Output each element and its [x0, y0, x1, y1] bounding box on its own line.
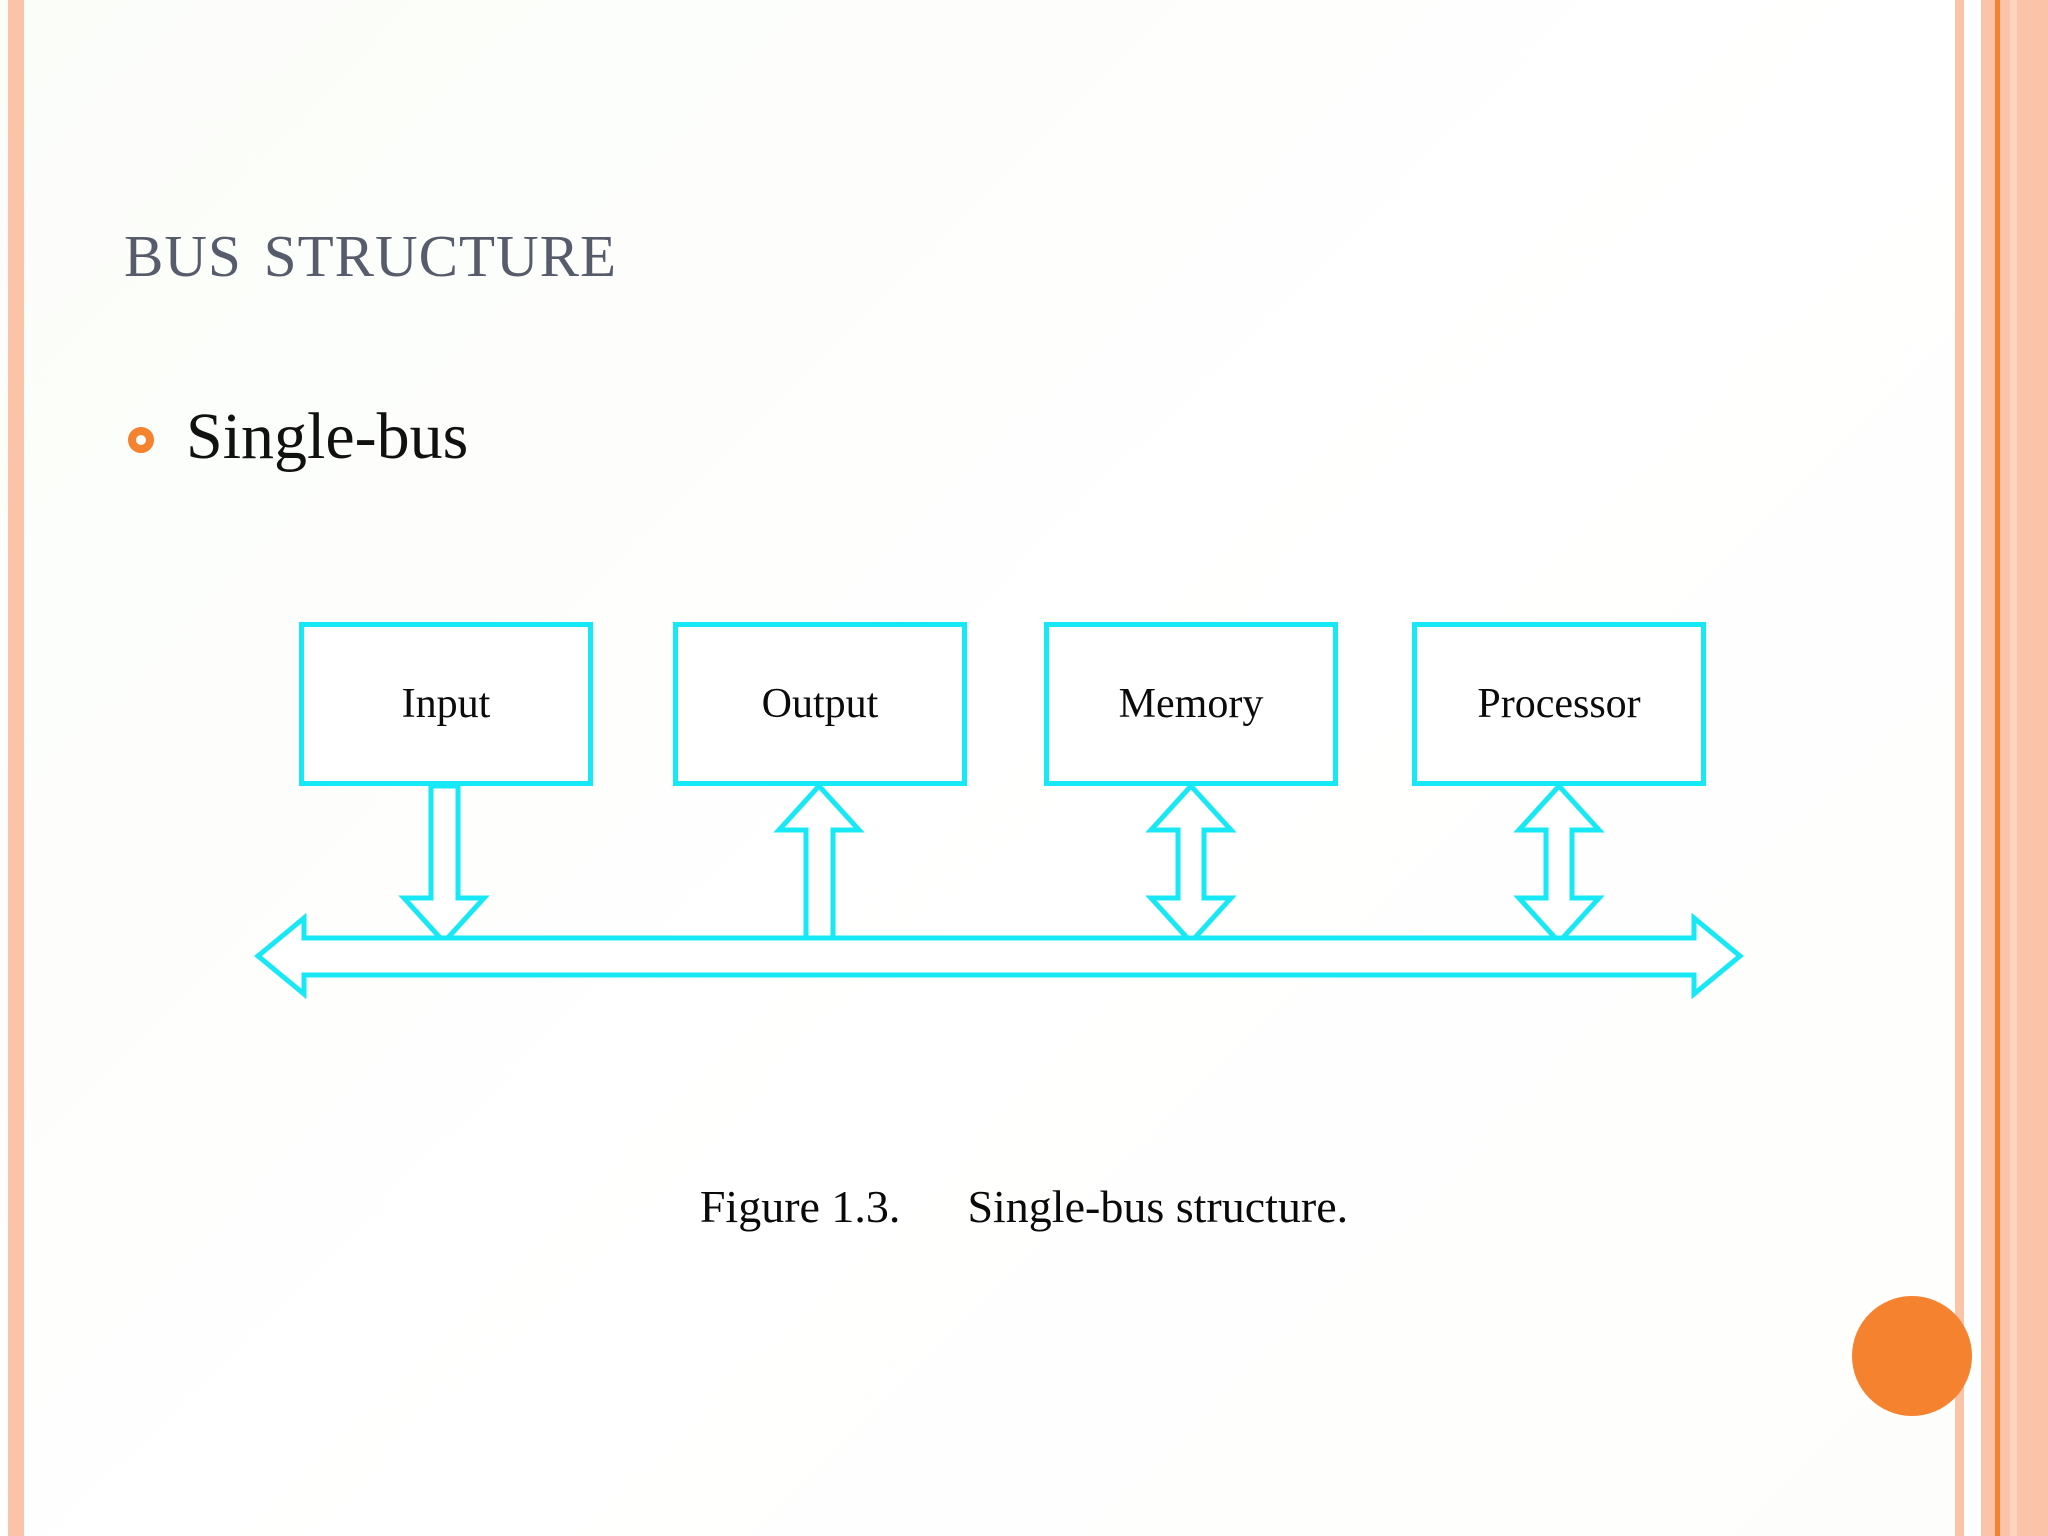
diagram-box-label: Output: [761, 681, 879, 727]
right-edge-stripe-5: [2010, 0, 2017, 1536]
right-edge-stripe-4: [2000, 0, 2010, 1536]
figure-caption: Figure 1.3. Single-bus structure.: [0, 1180, 2048, 1233]
right-edge-stripe-3: [1995, 0, 2000, 1536]
connector-processor-arrow-up-down: [1513, 782, 1605, 946]
connector-memory-arrow-up-down: [1145, 782, 1237, 946]
bus-bar-bidirectional-arrow: [254, 912, 1744, 1000]
bullet-item-label: Single-bus: [186, 400, 469, 473]
bullet-item-single-bus: Single-bus: [128, 404, 468, 470]
diagram-box-output: Output: [673, 622, 967, 786]
right-edge-stripe-0: [1955, 0, 1964, 1536]
connector-output-arrow-up: [773, 782, 865, 945]
hollow-circle-bullet-icon: [128, 427, 154, 453]
diagram-box-memory: Memory: [1044, 622, 1338, 786]
diagram-box-label: Processor: [1477, 681, 1641, 727]
connector-input-arrow-down: [398, 783, 490, 946]
figure-number: Figure 1.3.: [699, 1181, 901, 1232]
diagram-box-label: Memory: [1118, 681, 1264, 727]
right-edge-stripe-6: [2017, 0, 2048, 1536]
diagram-box-label: Input: [401, 681, 491, 727]
right-edge-stripe-1: [1964, 0, 1981, 1536]
diagram-box-input: Input: [299, 622, 593, 786]
left-edge-stripe: [8, 0, 24, 1536]
corner-accent-circle: [1852, 1296, 1972, 1416]
right-edge-stripe-2: [1981, 0, 1995, 1536]
right-edge-stripe-group: [1955, 0, 2048, 1536]
page-title: Bus Structure: [124, 202, 617, 295]
figure-caption-text: Single-bus structure.: [967, 1181, 1349, 1232]
diagram-box-processor: Processor: [1412, 622, 1706, 786]
